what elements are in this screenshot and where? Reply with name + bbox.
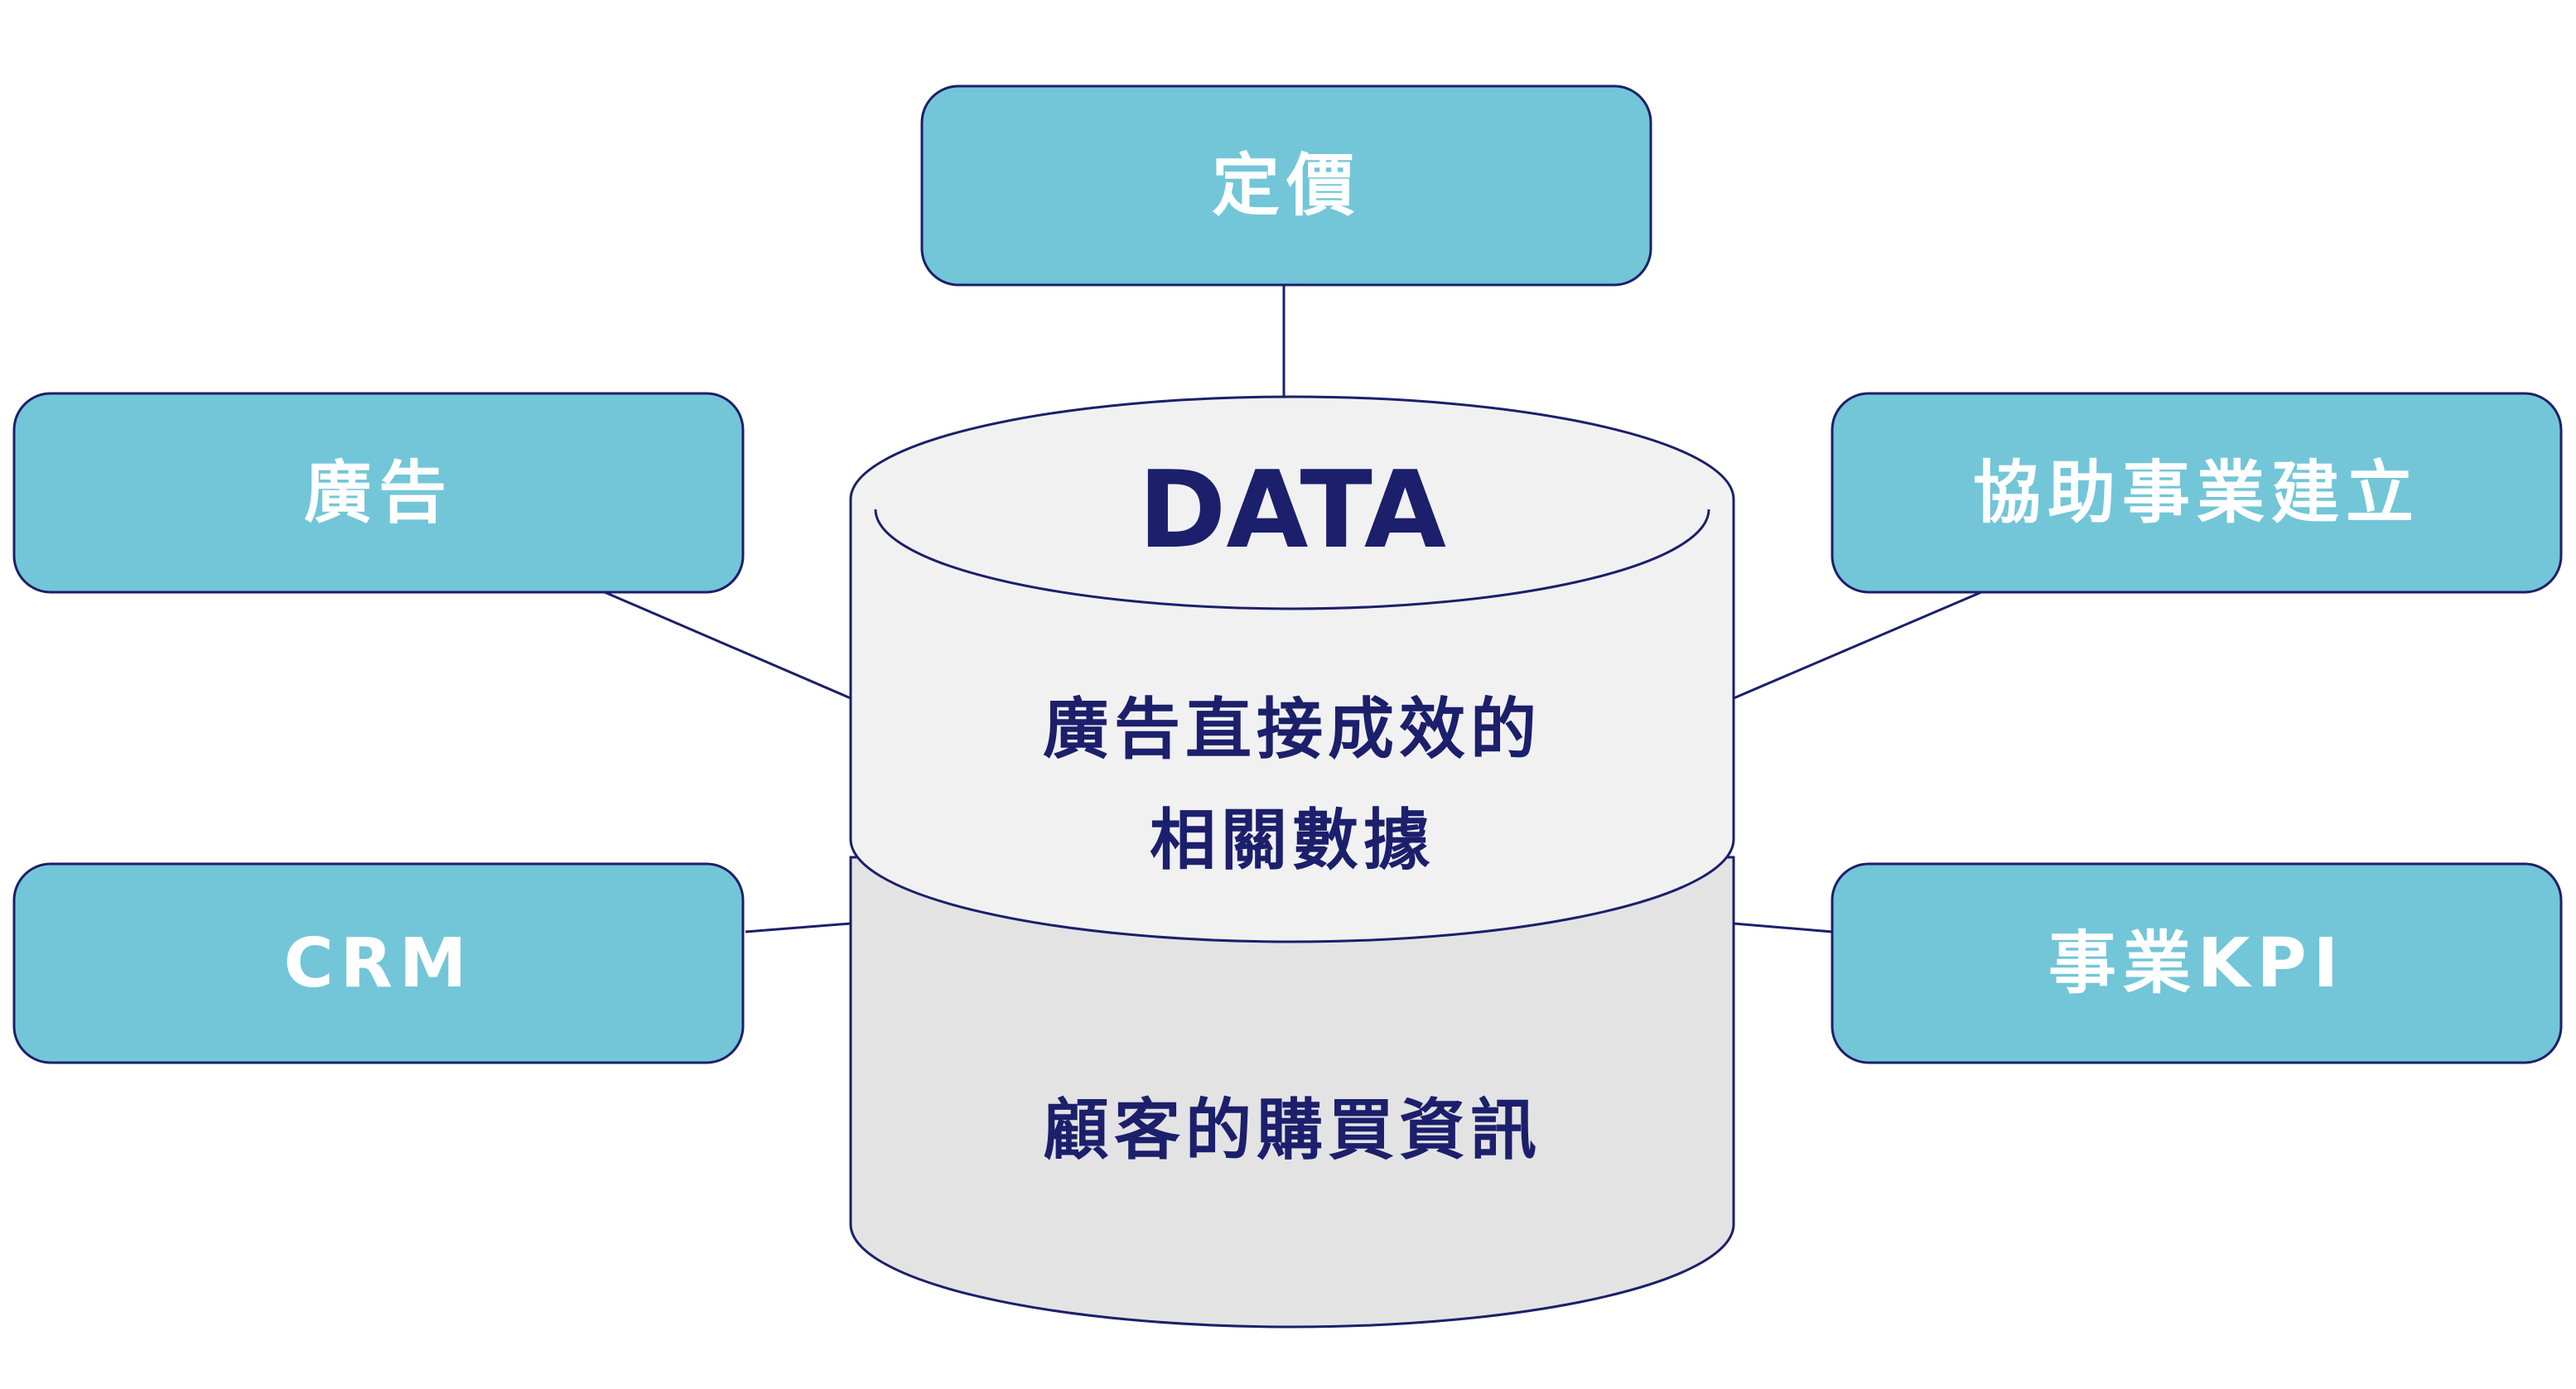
connector-business-building — [1733, 591, 1982, 700]
box-business-building: 協助事業建立 — [1831, 392, 2563, 594]
connector-crm — [745, 922, 851, 933]
box-pricing-shape — [920, 84, 1652, 287]
cylinder-upper-text-line1: 廣告直接成效的 — [1043, 691, 1541, 768]
box-crm-shape — [12, 862, 745, 1064]
box-advertising-shape — [12, 392, 745, 594]
box-business-building-label: 協助事業建立 — [1973, 454, 2420, 533]
connector-advertising — [604, 591, 851, 700]
cylinder-upper-text-line2: 相關數據 — [1150, 802, 1435, 879]
connector-business-kpi — [1733, 922, 1833, 933]
box-advertising-label: 廣告 — [304, 454, 453, 533]
cylinder-top-rim — [874, 509, 1710, 610]
box-crm-label: CRM — [284, 924, 474, 1003]
box-advertising: 廣告 — [12, 392, 745, 594]
box-pricing-label: 定價 — [1212, 147, 1361, 225]
data-cylinder — [849, 395, 1735, 1329]
box-crm: CRM — [12, 862, 745, 1064]
connectors — [604, 285, 1982, 933]
cylinder-lower-text: 顧客的購買資訊 — [1043, 1092, 1541, 1169]
box-business-kpi-label: 事業KPI — [2048, 924, 2345, 1003]
box-business-kpi-shape — [1831, 862, 2563, 1064]
box-business-building-shape — [1831, 392, 2563, 594]
cylinder-title: DATA — [1138, 449, 1446, 572]
cylinder-lower-section — [849, 856, 1735, 1329]
box-business-kpi: 事業KPI — [1831, 862, 2563, 1064]
cylinder-upper-section — [849, 395, 1735, 943]
box-pricing: 定價 — [920, 84, 1652, 287]
